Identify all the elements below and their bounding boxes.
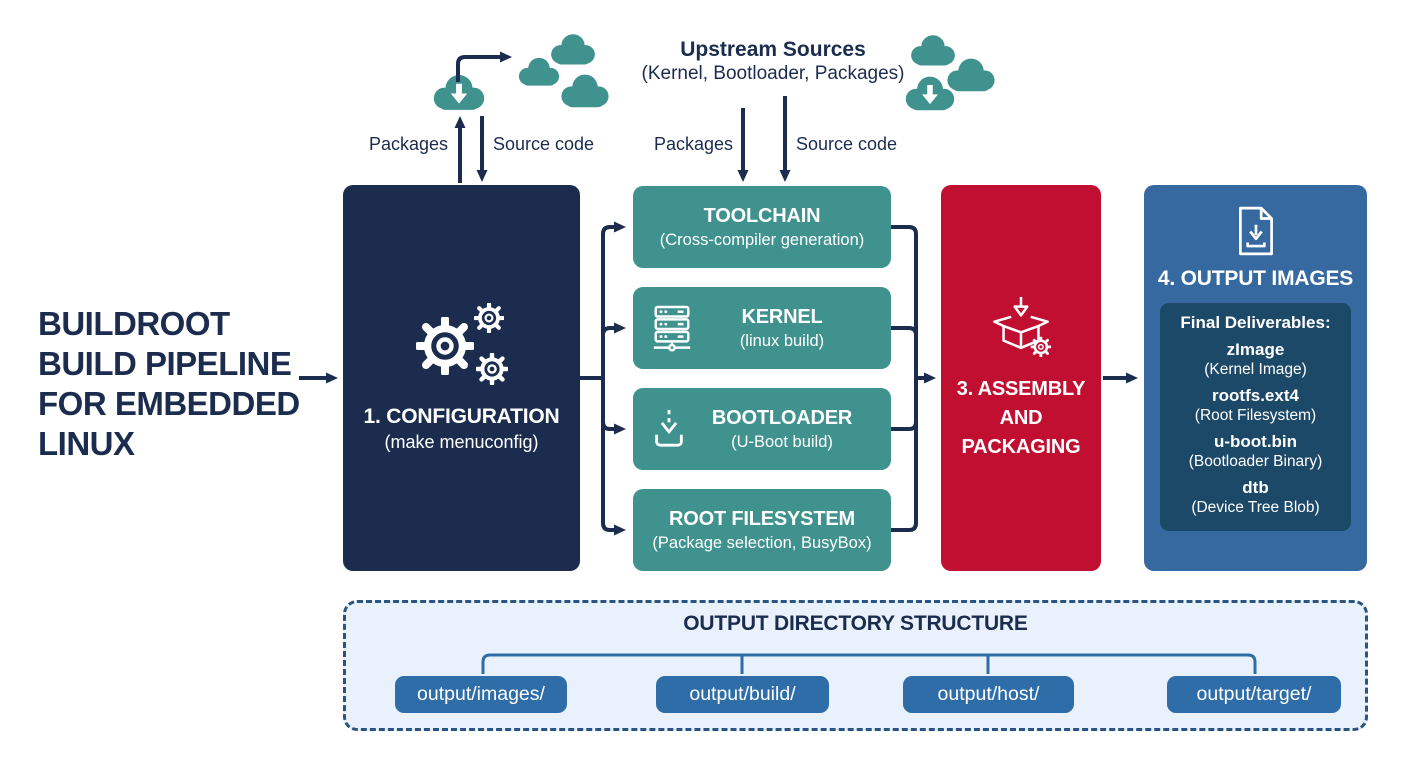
download-icon xyxy=(650,407,688,451)
label-packages-mid: Packages xyxy=(653,134,733,154)
folder-output-host: output/host/ xyxy=(903,676,1074,713)
output-directory-title: OUTPUT DIRECTORY STRUCTURE xyxy=(683,612,1028,635)
step-root-filesystem: ROOT FILESYSTEM (Package selection, Busy… xyxy=(633,489,891,571)
bootloader-subtitle: (U-Boot build) xyxy=(731,432,833,451)
root-filesystem-title: ROOT FILESYSTEM xyxy=(669,507,855,530)
label-packages-left: Packages xyxy=(368,134,448,154)
upstream-sources-header: Upstream Sources (Kernel, Bootloader, Pa… xyxy=(600,38,946,85)
folder-output-build: output/build/ xyxy=(656,676,829,713)
deliverable-zimage: zImage (Kernel Image) xyxy=(1204,340,1307,378)
kernel-title: KERNEL xyxy=(741,305,823,328)
bootloader-title: BOOTLOADER xyxy=(711,406,853,429)
label-source-code-mid: Source code xyxy=(796,134,898,154)
step-toolchain: TOOLCHAIN (Cross-compiler generation) xyxy=(633,186,891,268)
stage-output-images: 4. OUTPUT IMAGES Final Deliverables: zIm… xyxy=(1144,185,1367,571)
step-bootloader: BOOTLOADER (U-Boot build) xyxy=(633,388,891,470)
root-filesystem-subtitle: (Package selection, BusyBox) xyxy=(652,533,872,552)
stage-configuration: 1. CONFIGURATION (make menuconfig) xyxy=(343,185,580,571)
deliverable-uboot: u-boot.bin (Bootloader Binary) xyxy=(1188,432,1323,470)
gears-icon xyxy=(416,303,508,389)
output-images-title: 4. OUTPUT IMAGES xyxy=(1157,267,1354,290)
final-deliverables-panel: Final Deliverables: zImage (Kernel Image… xyxy=(1160,303,1351,531)
configuration-title: 1. CONFIGURATION xyxy=(363,404,560,428)
deliverable-rootfs: rootfs.ext4 (Root Filesystem) xyxy=(1194,386,1317,424)
folder-output-target: output/target/ xyxy=(1167,676,1341,713)
file-download-icon xyxy=(1235,205,1277,257)
upstream-title: Upstream Sources xyxy=(680,38,866,61)
upstream-subtitle: (Kernel, Bootloader, Packages) xyxy=(641,63,905,84)
deliverables-heading: Final Deliverables: xyxy=(1180,313,1331,332)
toolchain-title: TOOLCHAIN xyxy=(703,204,821,227)
stage-assembly: 3. ASSEMBLY AND PACKAGING xyxy=(941,185,1101,571)
cloud-download-icon xyxy=(428,70,490,113)
configuration-subtitle: (make menuconfig) xyxy=(384,431,539,452)
cloud-icon xyxy=(546,30,600,67)
server-icon xyxy=(650,304,694,352)
folder-output-images: output/images/ xyxy=(395,676,567,713)
package-gear-icon xyxy=(989,295,1053,359)
step-kernel: KERNEL (linux build) xyxy=(633,287,891,369)
diagram-title: BUILDROOT BUILD PIPELINE FOR EMBEDDED LI… xyxy=(38,305,300,462)
kernel-subtitle: (linux build) xyxy=(739,331,825,350)
toolchain-subtitle: (Cross-compiler generation) xyxy=(659,230,865,249)
assembly-title: 3. ASSEMBLY AND PACKAGING xyxy=(956,377,1086,458)
deliverable-dtb: dtb (Device Tree Blob) xyxy=(1191,478,1320,516)
label-source-code-left: Source code xyxy=(493,134,595,154)
